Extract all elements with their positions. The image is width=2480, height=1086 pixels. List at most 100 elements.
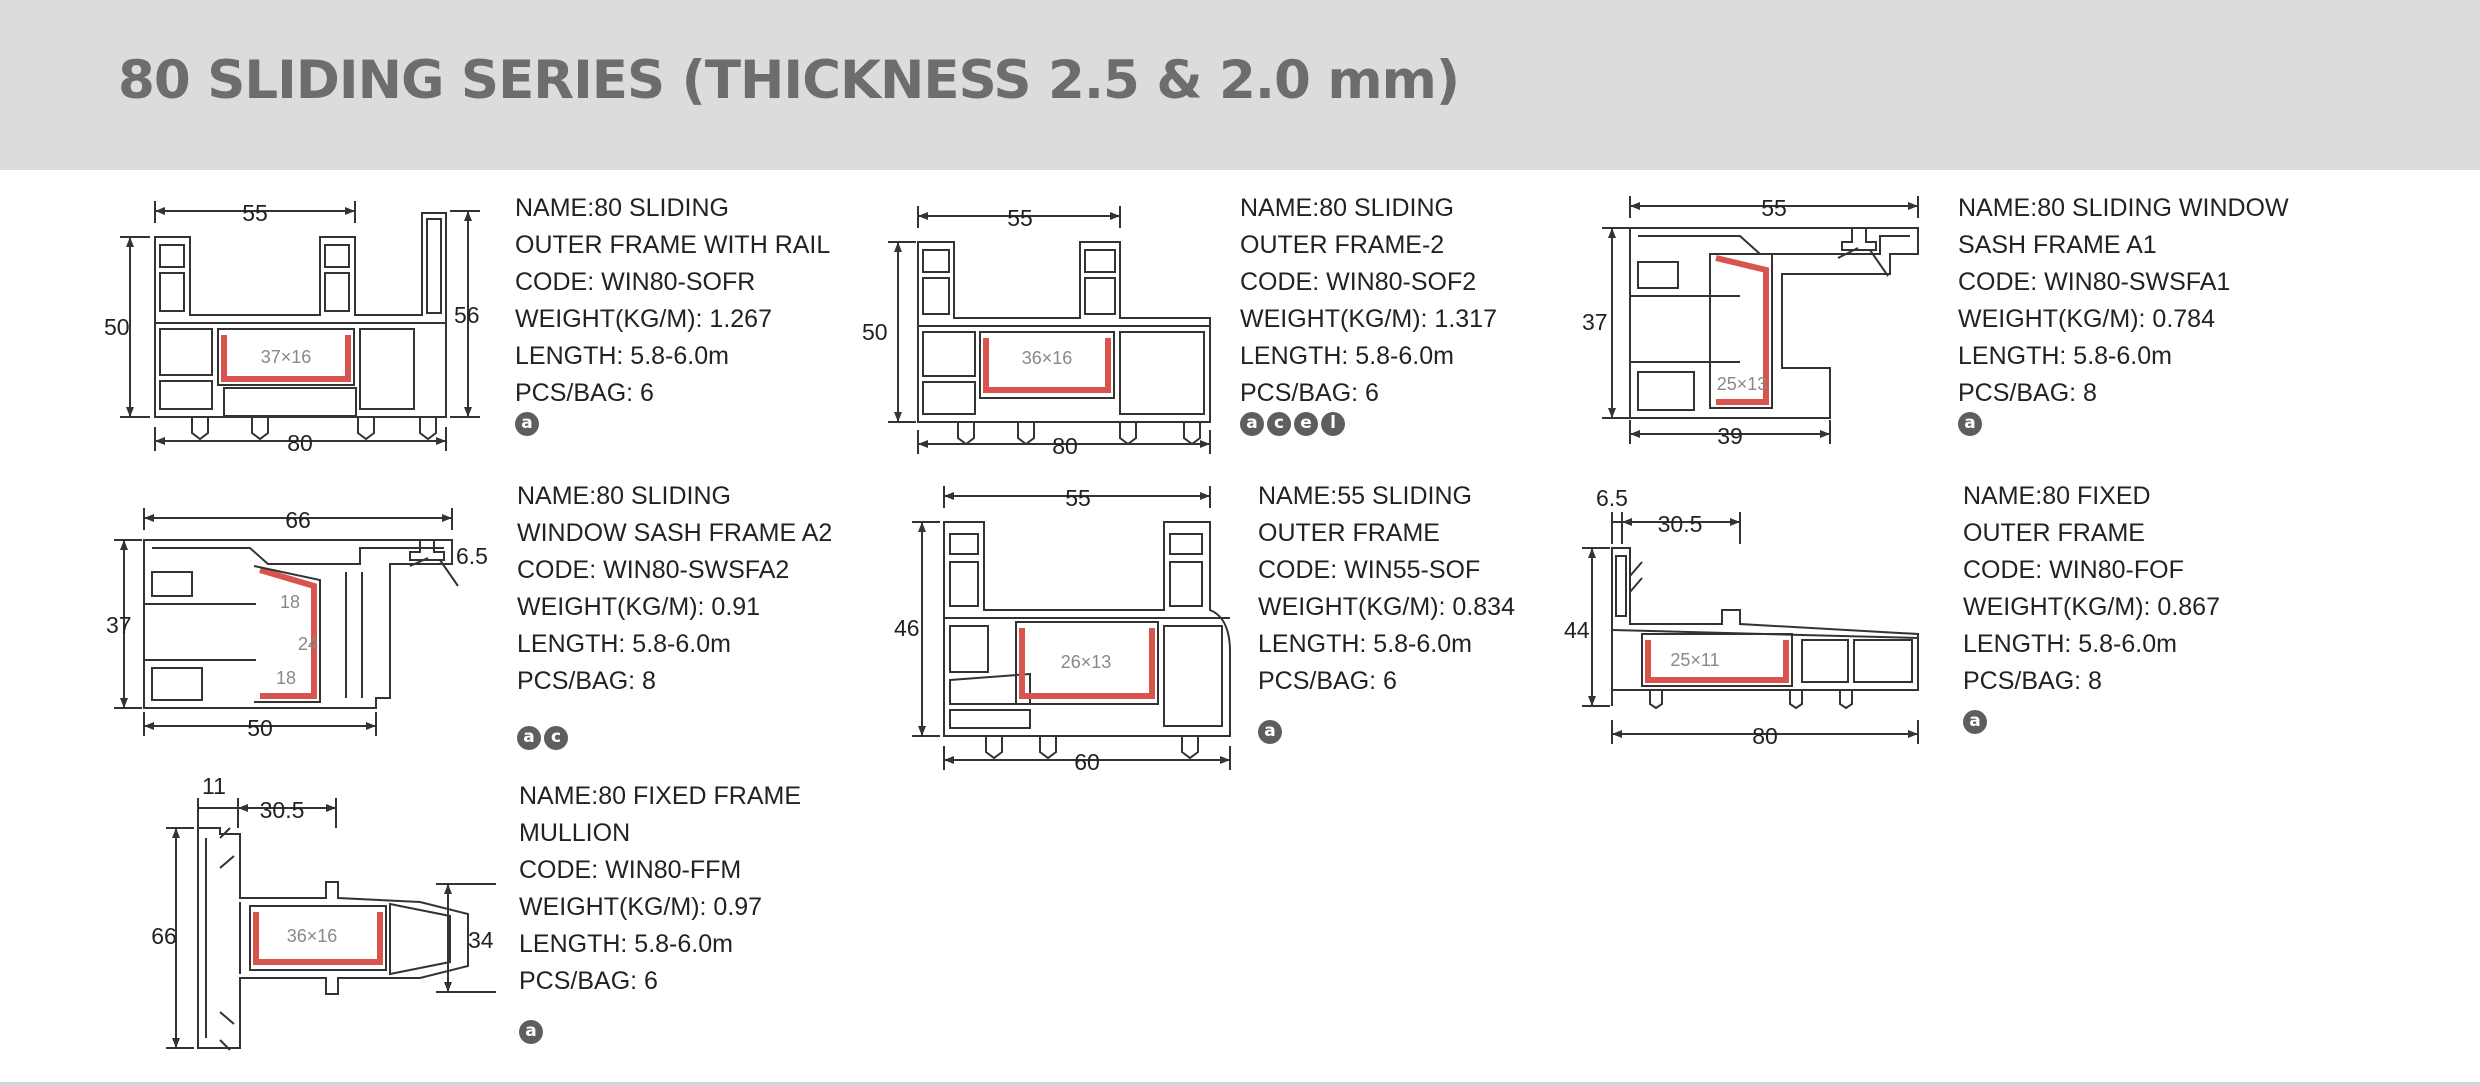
dim-bottom: 39 (1717, 423, 1743, 449)
dim-top: 55 (1007, 205, 1033, 231)
steel-core (221, 335, 351, 382)
product-code: CODE: WIN80-SOF2 (1240, 268, 1477, 296)
badge-group: a (519, 1020, 801, 1044)
dim-top-small: 11 (202, 773, 226, 799)
dim-bottom: 80 (1752, 723, 1778, 749)
dim-left: 37 (1582, 309, 1608, 335)
badge-e-icon: e (1294, 412, 1318, 436)
product-pcs: PCS/BAG: 8 (1963, 667, 2102, 695)
dim-top-small: 6.5 (1596, 485, 1628, 511)
dim-steel: 25×13 (1717, 374, 1768, 394)
product-weight: WEIGHT(KG/M): 1.267 (515, 305, 772, 333)
product-length: LENGTH: 5.8-6.0m (519, 930, 733, 958)
badge-a-icon: a (517, 726, 541, 750)
badge-c-icon: c (544, 726, 568, 750)
steel-core (253, 912, 383, 965)
product-name-line2: OUTER FRAME-2 (1240, 231, 1445, 259)
badge-a-icon: a (519, 1020, 543, 1044)
badge-group: a (515, 412, 830, 436)
profile-drawing-win80-swsfa2: 66 6.5 37 50 18 24 18 (106, 507, 488, 741)
product-length: LENGTH: 5.8-6.0m (1258, 630, 1472, 658)
product-info-win80-sofr: NAME:80 SLIDING OUTER FRAME WITH RAIL CO… (515, 190, 830, 436)
profile-drawing-win80-sof2: 55 50 80 36×16 (862, 205, 1211, 459)
product-name: NAME:80 FIXED FRAME (519, 782, 802, 810)
dim-right: 6.5 (456, 543, 488, 569)
dim-inner-side: 24 (298, 634, 318, 654)
badge-a-icon: a (1240, 412, 1264, 436)
product-pcs: PCS/BAG: 6 (1240, 379, 1379, 407)
steel-core (1715, 255, 1769, 405)
product-info-win80-sof2: NAME:80 SLIDING OUTER FRAME-2 CODE: WIN8… (1240, 190, 1497, 436)
dim-bottom: 50 (247, 715, 273, 741)
product-info-win80-swsfa2: NAME:80 SLIDING WINDOW SASH FRAME A2 COD… (517, 478, 832, 750)
product-weight: WEIGHT(KG/M): 0.91 (517, 593, 761, 621)
profile-drawing-win80-ffm: 11 30.5 66 34 36×16 (151, 773, 496, 1051)
product-weight: WEIGHT(KG/M): 0.97 (519, 893, 763, 921)
product-info-win55-sof: NAME:55 SLIDING OUTER FRAME CODE: WIN55-… (1258, 478, 1515, 744)
product-weight: WEIGHT(KG/M): 0.867 (1963, 593, 2220, 621)
badge-a-icon: a (1958, 412, 1982, 436)
product-weight: WEIGHT(KG/M): 0.784 (1958, 305, 2215, 333)
dim-right: 56 (454, 302, 480, 328)
dim-bottom: 60 (1074, 749, 1100, 775)
dim-left: 37 (106, 612, 132, 638)
product-length: LENGTH: 5.8-6.0m (1958, 342, 2172, 370)
product-name: NAME:80 FIXED (1963, 482, 2151, 510)
product-code: CODE: WIN55-SOF (1258, 556, 1481, 584)
dim-steel: 36×16 (1022, 348, 1073, 368)
product-length: LENGTH: 5.8-6.0m (1240, 342, 1454, 370)
dim-left: 50 (104, 314, 130, 340)
dim-inner-bottom: 18 (276, 668, 296, 688)
badge-group: a (1258, 720, 1515, 744)
dim-left: 50 (862, 319, 888, 345)
product-name-line2: WINDOW SASH FRAME A2 (517, 519, 833, 547)
product-pcs: PCS/BAG: 8 (517, 667, 656, 695)
profile-drawing-win55-sof: 55 46 60 26×13 (894, 485, 1231, 775)
profile-drawing-win80-fof: 6.5 30.5 44 80 25×11 (1564, 485, 1919, 749)
dim-bottom: 80 (1052, 433, 1078, 459)
dim-top: 66 (285, 507, 311, 533)
product-code: CODE: WIN80-SWSFA1 (1958, 268, 2231, 296)
badge-a-icon: a (1963, 710, 1987, 734)
badge-a-icon: a (515, 412, 539, 436)
dim-bottom: 80 (287, 430, 313, 456)
product-info-win80-swsfa1: NAME:80 SLIDING WINDOW SASH FRAME A1 COD… (1958, 190, 2289, 436)
dim-left: 46 (894, 615, 920, 641)
badge-group: a (1958, 412, 2289, 436)
profile-drawing-win80-sofr: 55 50 56 80 37×16 (104, 200, 480, 456)
product-name-line2: OUTER FRAME (1963, 519, 2145, 547)
dim-inner-top: 18 (280, 592, 300, 612)
steel-core (983, 338, 1111, 393)
product-code: CODE: WIN80-SWSFA2 (517, 556, 790, 584)
product-name: NAME:80 SLIDING (1240, 194, 1454, 222)
product-code: CODE: WIN80-FFM (519, 856, 742, 884)
product-pcs: PCS/BAG: 6 (1258, 667, 1397, 695)
dim-left: 44 (1564, 617, 1590, 643)
dim-top: 55 (1761, 195, 1787, 221)
page-title: 80 SLIDING SERIES (THICKNESS 2.5 & 2.0 m… (118, 50, 1460, 111)
profile-drawing-win80-swsfa1: 55 37 39 25×13 (1582, 195, 1919, 449)
product-weight: WEIGHT(KG/M): 1.317 (1240, 305, 1497, 333)
product-code: CODE: WIN80-FOF (1963, 556, 2184, 584)
product-length: LENGTH: 5.8-6.0m (517, 630, 731, 658)
dim-top: 55 (242, 200, 268, 226)
dim-steel: 25×11 (1670, 650, 1719, 670)
badge-c-icon: c (1267, 412, 1291, 436)
product-name-line2: SASH FRAME A1 (1958, 231, 2157, 259)
product-weight: WEIGHT(KG/M): 0.834 (1258, 593, 1515, 621)
badge-group: a c (517, 726, 832, 750)
product-name: NAME:80 SLIDING (517, 482, 731, 510)
product-code: CODE: WIN80-SOFR (515, 268, 756, 296)
product-length: LENGTH: 5.8-6.0m (1963, 630, 2177, 658)
product-name: NAME:55 SLIDING (1258, 482, 1472, 510)
steel-core (1019, 628, 1155, 699)
product-info-win80-fof: NAME:80 FIXED OUTER FRAME CODE: WIN80-FO… (1963, 478, 2220, 734)
product-name-line2: OUTER FRAME WITH RAIL (515, 231, 831, 259)
product-length: LENGTH: 5.8-6.0m (515, 342, 729, 370)
product-pcs: PCS/BAG: 8 (1958, 379, 2097, 407)
footer-divider (0, 1082, 2480, 1086)
badge-group: a (1963, 710, 2220, 734)
dim-steel: 26×13 (1061, 652, 1112, 672)
product-pcs: PCS/BAG: 6 (515, 379, 654, 407)
product-name: NAME:80 SLIDING WINDOW (1958, 194, 2289, 222)
